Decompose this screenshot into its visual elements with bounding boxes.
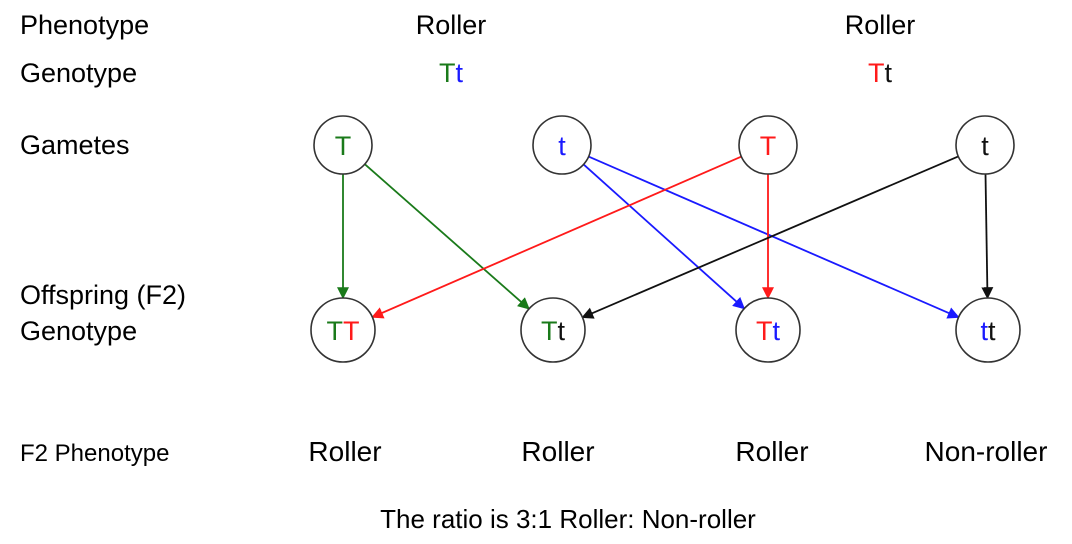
offspring-3-phenotype: Roller xyxy=(735,436,809,467)
gamete-4-circle xyxy=(955,115,1015,175)
parent-1-phenotype: Roller xyxy=(415,10,487,40)
phenotype-row-label: Phenotype xyxy=(20,10,150,40)
offspring-1-label: TT xyxy=(327,316,360,346)
offspring-3-label: Tt xyxy=(756,316,781,346)
offspring-1-circle xyxy=(310,297,376,363)
offspring-genotype-row-label: Genotype xyxy=(20,316,138,346)
allele: T xyxy=(756,316,773,346)
gamete-3-label: T xyxy=(760,131,777,161)
parent-2-phenotype: Roller xyxy=(844,10,916,40)
cross-arrow-g3-to-o1 xyxy=(371,155,742,319)
arrows-layer xyxy=(337,155,994,319)
allele: t xyxy=(455,58,464,88)
gamete-3: T xyxy=(738,115,798,175)
offspring-2-phenotype: Roller xyxy=(521,436,595,467)
allele: t xyxy=(557,316,565,346)
genotype-row-label: Genotype xyxy=(20,58,138,88)
allele: t xyxy=(884,58,893,88)
parent-1-genotype: Tt xyxy=(439,60,463,87)
cross-arrow-g2-to-o3 xyxy=(582,163,746,310)
offspring-2: Tt xyxy=(520,297,586,363)
allele: T xyxy=(438,58,456,88)
allele: T xyxy=(867,58,885,88)
offspring-4-phenotype: Non-roller xyxy=(924,436,1048,467)
offspring-4-label: tt xyxy=(980,316,996,346)
gamete-2-label: t xyxy=(558,131,566,161)
cross-arrow-g2-to-o4 xyxy=(588,155,960,319)
gamete-1-circle xyxy=(313,115,373,175)
allele: t xyxy=(980,316,988,346)
offspring-4: tt xyxy=(955,297,1021,363)
gamete-2-circle xyxy=(532,115,592,175)
allele: T xyxy=(541,316,558,346)
gamete-1-label: T xyxy=(335,131,352,161)
offspring-2-circle xyxy=(520,297,586,363)
cross-arrow-g4-to-o4 xyxy=(981,173,994,300)
offspring-1-phenotype: Roller xyxy=(308,436,382,467)
allele: T xyxy=(760,131,777,161)
gametes-row-label: Gametes xyxy=(20,130,130,160)
parent-2-genotype: Tt xyxy=(868,60,892,87)
offspring-row-label: Offspring (F2) xyxy=(20,280,187,310)
gamete-2: t xyxy=(532,115,592,175)
offspring-3-circle xyxy=(735,297,801,363)
allele: t xyxy=(988,316,996,346)
gamete-1: T xyxy=(313,115,373,175)
gamete-3-circle xyxy=(738,115,798,175)
offspring-2-label: Tt xyxy=(541,316,566,346)
allele: T xyxy=(343,316,360,346)
cross-arrow-g1-to-o2 xyxy=(364,163,530,310)
allele: T xyxy=(335,131,352,161)
allele: t xyxy=(558,131,566,161)
allele: T xyxy=(327,316,344,346)
allele: t xyxy=(772,316,780,346)
offspring-1: TT xyxy=(310,297,376,363)
gamete-4-label: t xyxy=(981,131,989,161)
gamete-4: t xyxy=(955,115,1015,175)
cross-arrow-g4-to-o2 xyxy=(581,155,959,319)
offspring-3: Tt xyxy=(735,297,801,363)
allele: t xyxy=(981,131,989,161)
f2-phenotype-row-label: F2 Phenotype xyxy=(20,440,170,467)
offspring-4-circle xyxy=(955,297,1021,363)
ratio-conclusion: The ratio is 3:1 Roller: Non-roller xyxy=(380,504,756,534)
